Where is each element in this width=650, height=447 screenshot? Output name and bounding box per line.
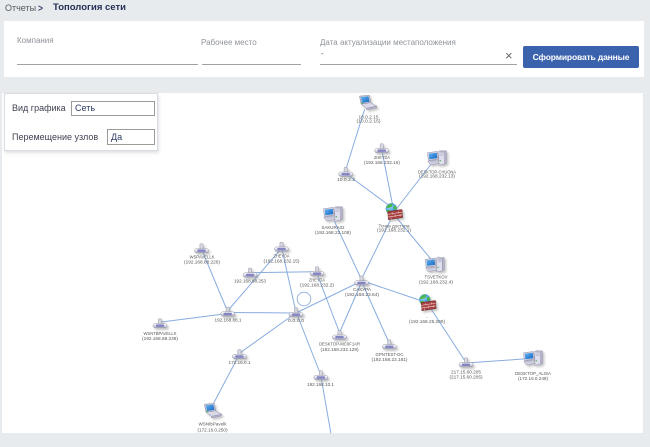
svg-text:DESKTOP-CHUONA: DESKTOP-CHUONA	[418, 169, 456, 174]
svg-text:0.0.0.0: 0.0.0.0	[288, 318, 305, 323]
svg-text:ZHEYDA: ZHEYDA	[309, 278, 325, 283]
svg-text:.: .	[426, 314, 428, 319]
svg-text:(192.168.232.16): (192.168.232.16)	[364, 160, 401, 165]
svg-text:САКУРА: САКУРА	[353, 287, 371, 292]
svg-text:(172.16.0.249): (172.16.0.249)	[518, 376, 549, 381]
svg-text:WSNTBPAVELLK: WSNTBPAVELLK	[144, 331, 177, 336]
svg-text:(192.168.232.15): (192.168.232.15)	[264, 258, 301, 263]
svg-text:(192.168.232.128): (192.168.232.128)	[321, 347, 360, 352]
svg-text:DESKTOP-MC0F1AR: DESKTOP-MC0F1AR	[319, 342, 360, 347]
svg-text:(192.168.25.200): (192.168.25.200)	[409, 319, 446, 324]
svg-text:GPNTEST-DC: GPNTEST-DC	[376, 352, 404, 357]
svg-text:(192.168.88.226): (192.168.88.226)	[184, 260, 221, 265]
svg-text:192.168.88.1: 192.168.88.1	[215, 318, 243, 323]
svg-text:WSPAVELLK: WSPAVELLK	[190, 255, 215, 260]
svg-text:192.168.10.1: 192.168.10.1	[307, 382, 335, 387]
svg-text:TSVETKOV: TSVETKOV	[425, 274, 448, 279]
svg-text:(172.16.0.250): (172.16.0.250)	[198, 427, 229, 432]
svg-text:DESKTOP_ALISA: DESKTOP_ALISA	[515, 371, 551, 376]
svg-text:(192.168.22.108): (192.168.22.108)	[315, 230, 352, 235]
svg-text:192.168.88.253: 192.168.88.253	[234, 278, 267, 283]
svg-text:(192.168.232.4): (192.168.232.4)	[419, 279, 454, 284]
svg-text:(192.168.88.239): (192.168.88.239)	[142, 336, 179, 341]
svg-text:10.0.2.2: 10.0.2.2	[337, 177, 356, 182]
svg-text:(10.0.2.15): (10.0.2.15)	[357, 118, 382, 123]
svg-text:(217.15.60.205): (217.15.60.205)	[450, 374, 484, 379]
svg-text:10.0.2.15: 10.0.2.15	[359, 114, 380, 119]
svg-text:172.16.0.1: 172.16.0.1	[229, 360, 252, 365]
svg-text:(192.168.232.1): (192.168.232.1)	[377, 228, 412, 233]
svg-text:ZHEYDA: ZHEYDA	[274, 253, 290, 258]
svg-text:(192.168.232.13): (192.168.232.13)	[419, 173, 456, 178]
svg-text:ZHEYDA: ZHEYDA	[374, 155, 390, 160]
svg-text:Точка доступа: Точка доступа	[379, 223, 411, 228]
svg-text:SAKURA02: SAKURA02	[322, 225, 346, 230]
svg-text:(192.168.22.181): (192.168.22.181)	[372, 357, 409, 362]
svg-text:(192.168.232.2): (192.168.232.2)	[300, 283, 335, 288]
svg-text:217.15.60.205: 217.15.60.205	[451, 369, 482, 374]
svg-text:WSNtbPavelk: WSNtbPavelk	[199, 422, 228, 427]
svg-text:(192.168.23.64): (192.168.23.64)	[345, 292, 380, 297]
